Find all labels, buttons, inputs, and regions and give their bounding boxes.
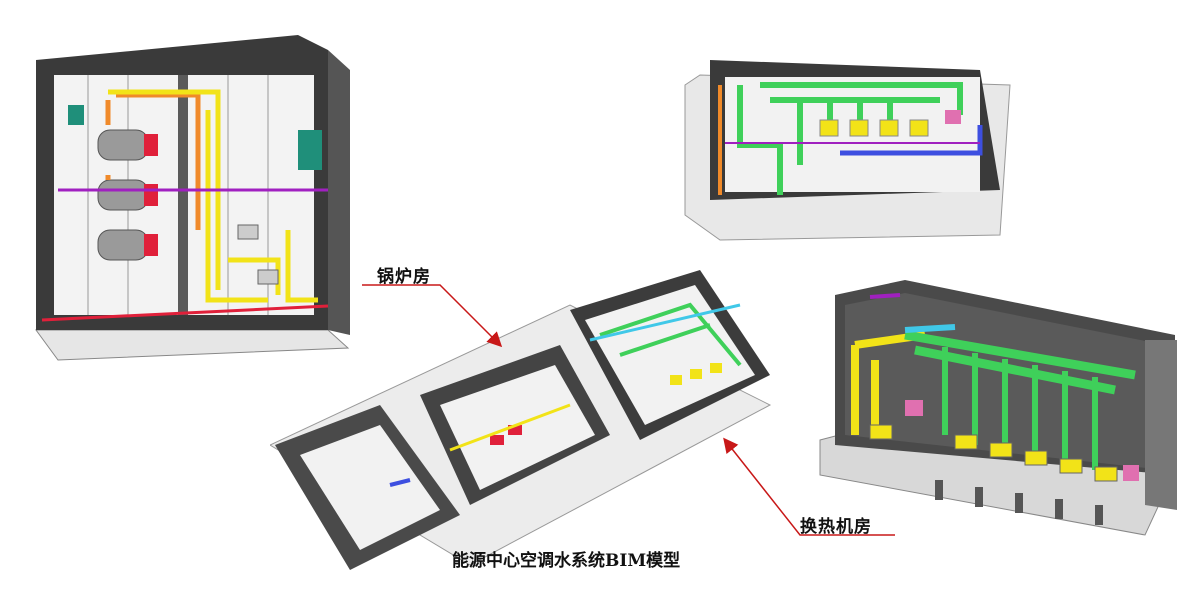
boiler-room-model — [28, 30, 358, 370]
heat-exchange-room-label: 换热机房 — [800, 517, 872, 537]
energy-center-model — [270, 265, 780, 580]
figure-caption: 能源中心空调水系统BIM模型 — [452, 551, 681, 571]
boiler-room-illustration — [35, 35, 350, 361]
boiler-room-label: 锅炉房 — [377, 267, 431, 287]
heat-exchange-room-illustration — [819, 280, 1177, 536]
heat-exchange-overview-model — [680, 55, 1020, 245]
heat-exchange-room-model — [815, 275, 1187, 545]
heat-exchange-overview-illustration — [684, 60, 1011, 241]
boiler-equipment — [97, 129, 158, 261]
energy-center-illustration — [270, 270, 772, 570]
